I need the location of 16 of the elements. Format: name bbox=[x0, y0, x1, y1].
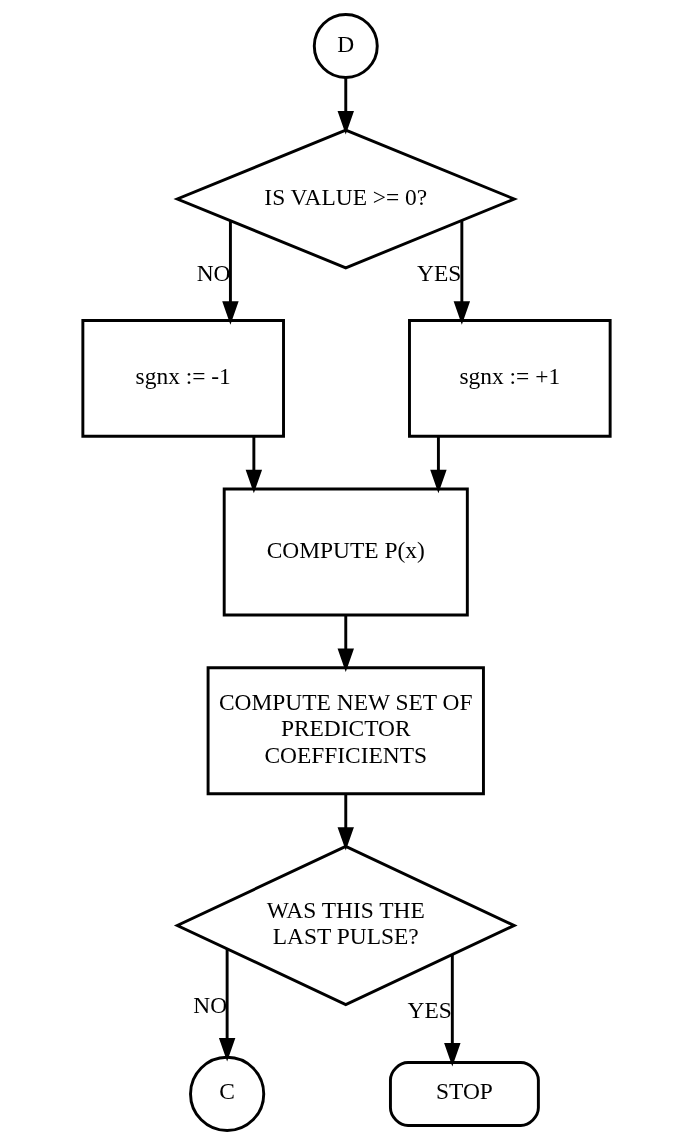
arrow bbox=[337, 77, 354, 135]
node-box: COMPUTE NEW SET OF PREDICTOR COEFFICIENTS bbox=[206, 666, 485, 796]
arrow bbox=[453, 221, 471, 325]
node-box: sgnx := -1 bbox=[81, 319, 285, 438]
node-box: STOP bbox=[388, 1060, 540, 1127]
node-circle: C bbox=[189, 1055, 266, 1132]
node-box: COMPUTE P(x) bbox=[222, 487, 469, 617]
arrow bbox=[222, 221, 239, 325]
arrow bbox=[430, 436, 447, 494]
arrow bbox=[218, 948, 236, 1062]
arrow bbox=[245, 436, 263, 494]
node-box: sgnx := +1 bbox=[408, 319, 612, 438]
node-circle: D bbox=[312, 13, 379, 79]
arrow bbox=[444, 954, 461, 1067]
arrow bbox=[337, 615, 354, 673]
arrow bbox=[337, 793, 354, 851]
